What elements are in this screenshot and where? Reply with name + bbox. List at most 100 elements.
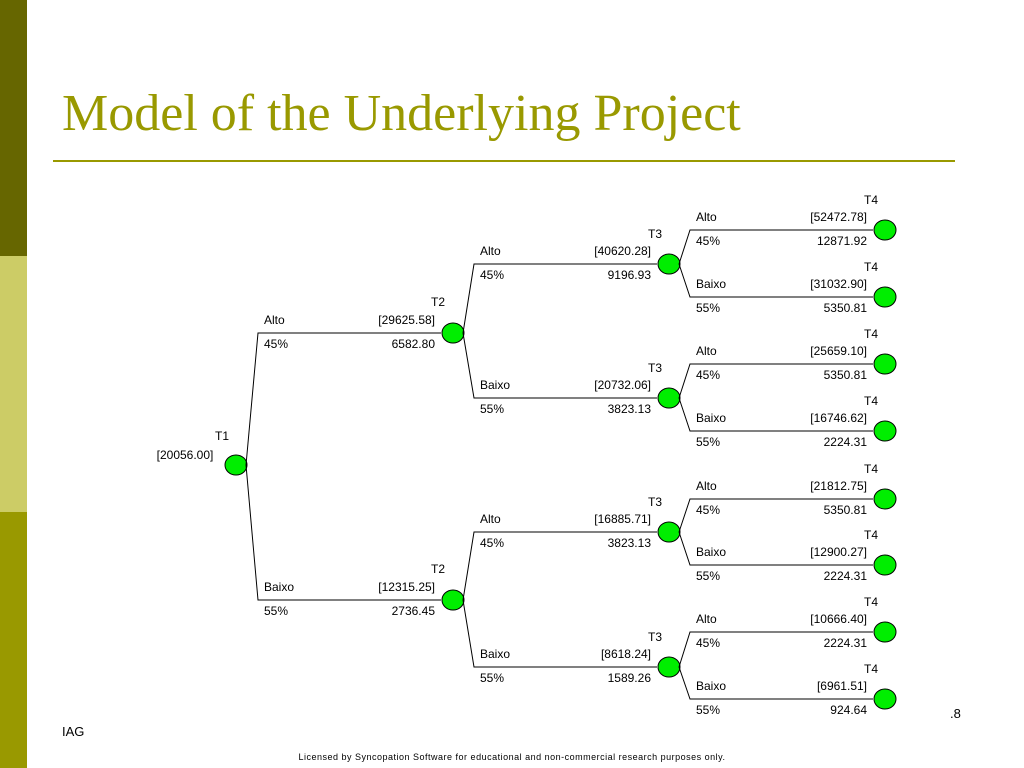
t2-outcome-label: Alto — [264, 313, 285, 327]
t3-outcome-label: Alto — [480, 512, 501, 526]
t4-stage-label: T4 — [864, 662, 878, 676]
t4-value-label: [16746.62] — [810, 411, 867, 425]
t3-payoff-label: 9196.93 — [608, 268, 652, 282]
t4-probability-label: 55% — [696, 435, 720, 449]
t4-stage-label: T4 — [864, 528, 878, 542]
t4-value-label: [21812.75] — [810, 479, 867, 493]
t4-probability-label: 55% — [696, 703, 720, 717]
t3-node — [657, 521, 681, 543]
t4-payoff-label: 2224.31 — [824, 435, 868, 449]
t3-outcome-label: Baixo — [480, 378, 510, 392]
left-bar-dark — [0, 0, 27, 256]
t4-branch-line — [678, 631, 873, 668]
t4-branch-line — [678, 397, 873, 432]
t4-probability-label: 45% — [696, 636, 720, 650]
t4-outcome-label: Baixo — [696, 679, 726, 693]
t2-node — [441, 589, 465, 611]
t3-payoff-label: 3823.13 — [608, 402, 652, 416]
t4-probability-label: 55% — [696, 301, 720, 315]
t4-payoff-label: 12871.92 — [817, 234, 867, 248]
t2-node — [441, 322, 465, 344]
t4-outcome-label: Alto — [696, 344, 717, 358]
t4-node — [873, 621, 897, 643]
t4-stage-label: T4 — [864, 260, 878, 274]
t2-probability-label: 45% — [264, 337, 288, 351]
t4-outcome-label: Alto — [696, 612, 717, 626]
t4-probability-label: 45% — [696, 368, 720, 382]
t3-value-label: [8618.24] — [601, 647, 651, 661]
t4-node — [873, 286, 897, 308]
t4-node — [873, 688, 897, 710]
t2-stage-label: T2 — [431, 295, 445, 309]
t4-stage-label: T4 — [864, 193, 878, 207]
t4-node — [873, 353, 897, 375]
t3-value-label: [16885.71] — [594, 512, 651, 526]
t4-stage-label: T4 — [864, 462, 878, 476]
t4-value-label: [31032.90] — [810, 277, 867, 291]
t4-outcome-label: Baixo — [696, 277, 726, 291]
t4-node — [873, 488, 897, 510]
t3-outcome-label: Alto — [480, 244, 501, 258]
t4-probability-label: 45% — [696, 503, 720, 517]
t3-stage-label: T3 — [648, 495, 662, 509]
root-node — [224, 454, 248, 476]
left-bar-light — [0, 256, 27, 512]
root-value-label: [20056.00] — [157, 448, 214, 462]
t3-node — [657, 253, 681, 275]
t2-value-label: [12315.25] — [378, 580, 435, 594]
t3-probability-label: 45% — [480, 536, 504, 550]
root-stage-label: T1 — [215, 429, 229, 443]
t2-branch-line — [245, 464, 441, 601]
t4-payoff-label: 2224.31 — [824, 569, 868, 583]
t4-branch-line — [678, 263, 873, 298]
t3-stage-label: T3 — [648, 361, 662, 375]
footer-left: IAG — [62, 724, 85, 739]
t3-stage-label: T3 — [648, 630, 662, 644]
t4-payoff-label: 2224.31 — [824, 636, 868, 650]
t4-branch-line — [678, 531, 873, 566]
t2-stage-label: T2 — [431, 562, 445, 576]
t4-branch-line — [678, 229, 873, 265]
t4-value-label: [12900.27] — [810, 545, 867, 559]
t3-probability-label: 55% — [480, 402, 504, 416]
t3-node — [657, 387, 681, 409]
t4-outcome-label: Alto — [696, 210, 717, 224]
t4-stage-label: T4 — [864, 327, 878, 341]
slide-title: Model of the Underlying Project — [62, 85, 741, 142]
t3-probability-label: 45% — [480, 268, 504, 282]
t2-outcome-label: Baixo — [264, 580, 294, 594]
t4-payoff-label: 5350.81 — [824, 503, 868, 517]
t4-node — [873, 219, 897, 241]
t3-payoff-label: 1589.26 — [608, 671, 652, 685]
t3-branch-line — [462, 599, 657, 668]
t2-payoff-label: 6582.80 — [392, 337, 436, 351]
t4-stage-label: T4 — [864, 394, 878, 408]
t4-outcome-label: Alto — [696, 479, 717, 493]
t4-payoff-label: 924.64 — [830, 703, 867, 717]
t3-outcome-label: Baixo — [480, 647, 510, 661]
t3-branch-line — [462, 263, 657, 334]
t4-outcome-label: Baixo — [696, 411, 726, 425]
t3-stage-label: T3 — [648, 227, 662, 241]
t3-payoff-label: 3823.13 — [608, 536, 652, 550]
license-notice: Licensed by Syncopation Software for edu… — [298, 752, 726, 762]
t2-payoff-label: 2736.45 — [392, 604, 436, 618]
t4-value-label: [25659.10] — [810, 344, 867, 358]
t3-branch-line — [462, 531, 657, 601]
page-number: .8 — [950, 706, 961, 721]
t4-value-label: [6961.51] — [817, 679, 867, 693]
t4-branch-line — [678, 666, 873, 700]
t4-node — [873, 554, 897, 576]
t4-value-label: [52472.78] — [810, 210, 867, 224]
title-rule — [53, 160, 955, 162]
t2-value-label: [29625.58] — [378, 313, 435, 327]
t3-value-label: [40620.28] — [594, 244, 651, 258]
t3-probability-label: 55% — [480, 671, 504, 685]
t2-branch-line — [245, 332, 441, 466]
t3-branch-line — [462, 332, 657, 399]
t3-value-label: [20732.06] — [594, 378, 651, 392]
t4-outcome-label: Baixo — [696, 545, 726, 559]
t4-probability-label: 55% — [696, 569, 720, 583]
t4-probability-label: 45% — [696, 234, 720, 248]
